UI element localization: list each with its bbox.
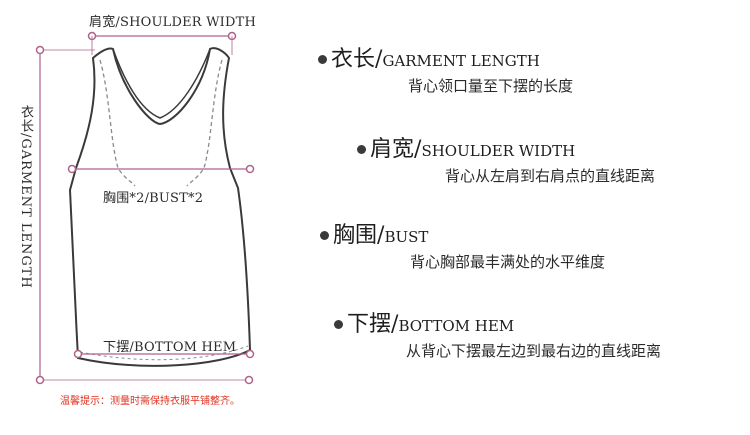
legend-sep: / (375, 47, 383, 72)
legend-desc: 背心胸部最丰满处的水平维度 (410, 253, 606, 271)
legend-item-garment-length: 衣长/GARMENT LENGTH 背心领口量至下摆的长度 (318, 48, 573, 96)
bullet-icon (357, 145, 366, 154)
bullet-icon (320, 231, 329, 240)
legend-en: GARMENT LENGTH (382, 52, 540, 70)
legend-item-shoulder-width: 肩宽/SHOULDER WIDTH 背心从左肩到右肩点的直线距离 (357, 138, 655, 186)
legend-cn: 肩宽 (370, 137, 415, 162)
legend-desc: 背心领口量至下摆的长度 (408, 77, 574, 95)
hem-left-point (73, 349, 83, 359)
length-bottom-point (35, 375, 45, 385)
left-armhole-seam (99, 59, 136, 187)
legend-desc: 背心从左肩到右肩点的直线距离 (445, 167, 656, 185)
legend-item-bottom-hem: 下摆/BOTTOM HEM 从背心下摆最左边到最右边的直线距离 (334, 313, 661, 361)
legend-cn: 下摆 (347, 312, 392, 337)
legend-sep: / (377, 223, 385, 248)
legend-cn: 衣长 (331, 47, 376, 72)
length-top-point (35, 45, 45, 55)
legend-cn: 胸围 (333, 223, 378, 248)
bust-left-point (67, 164, 77, 174)
legend-en: BOTTOM HEM (398, 317, 515, 335)
legend-sep: / (414, 137, 422, 162)
neckline-inner-seam (112, 48, 211, 119)
garment-length-label: 衣长/GARMENT LENGTH (18, 105, 33, 289)
tank-top-outline (68, 47, 252, 367)
legend-sep: / (391, 312, 399, 337)
bullet-icon (318, 55, 327, 64)
bust-right-point (245, 164, 255, 174)
bullet-icon (334, 320, 343, 329)
legend-desc: 从背心下摆最左边到最右边的直线距离 (406, 342, 662, 360)
bottom-hem-label: 下摆/BOTTOM HEM (103, 340, 237, 355)
legend-en: SHOULDER WIDTH (421, 142, 576, 160)
measurement-tip: 温馨提示：测量时需保持衣服平铺整齐。 (60, 396, 240, 407)
right-armhole-seam (186, 59, 223, 187)
legend-en: BUST (384, 228, 429, 246)
length-bottom-right-point (244, 375, 254, 385)
tank-top-diagram (35, 31, 255, 385)
legend-item-bust: 胸围/BUST 背心胸部最丰满处的水平维度 (320, 224, 605, 272)
bust-label: 胸围*2/BUST*2 (103, 191, 204, 206)
hem-stitch (79, 345, 249, 361)
hem-right-point (245, 349, 255, 359)
shoulder-width-label: 肩宽/SHOULDER WIDTH (89, 15, 257, 30)
